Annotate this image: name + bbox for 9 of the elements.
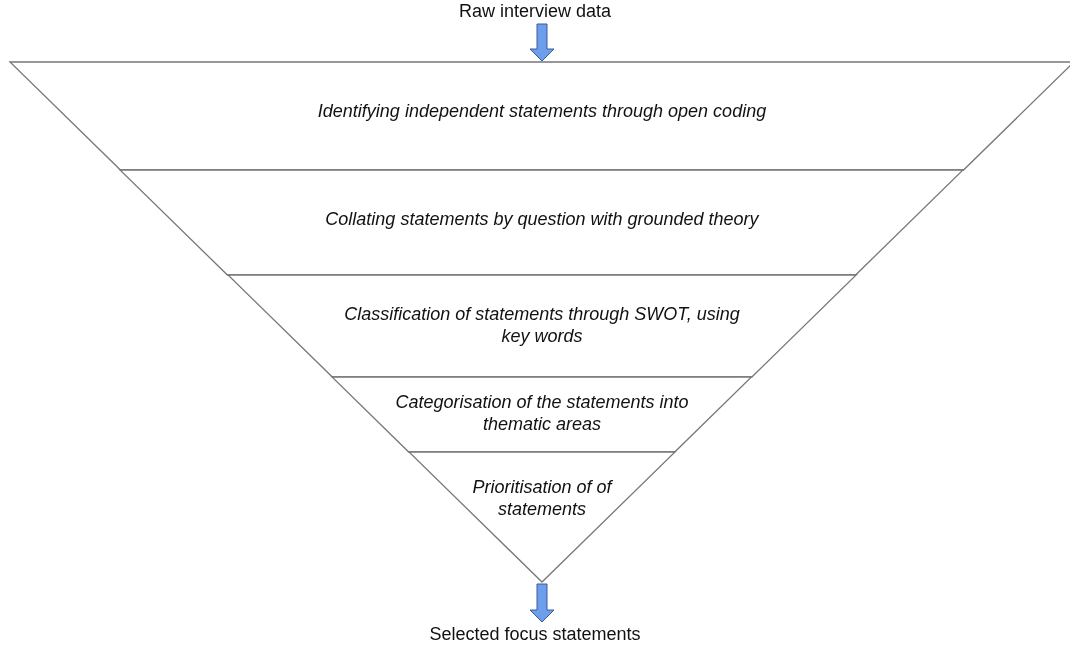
block-arrow: [529, 583, 555, 623]
stage-text: Classification of statements through SWOT, using key words: [343, 303, 741, 347]
stage-text: Prioritisation of of statements: [471, 476, 614, 520]
stage-text: Categorisation of the statements into thematic areas: [394, 391, 690, 435]
flow-label: Raw interview data: [458, 0, 612, 22]
flow-label: Selected focus statements: [429, 623, 641, 645]
stage-text: Identifying independent statements through open coding: [316, 100, 768, 122]
block-arrow: [529, 23, 555, 62]
stage-text: Collating statements by question with grounded theory: [324, 208, 760, 230]
